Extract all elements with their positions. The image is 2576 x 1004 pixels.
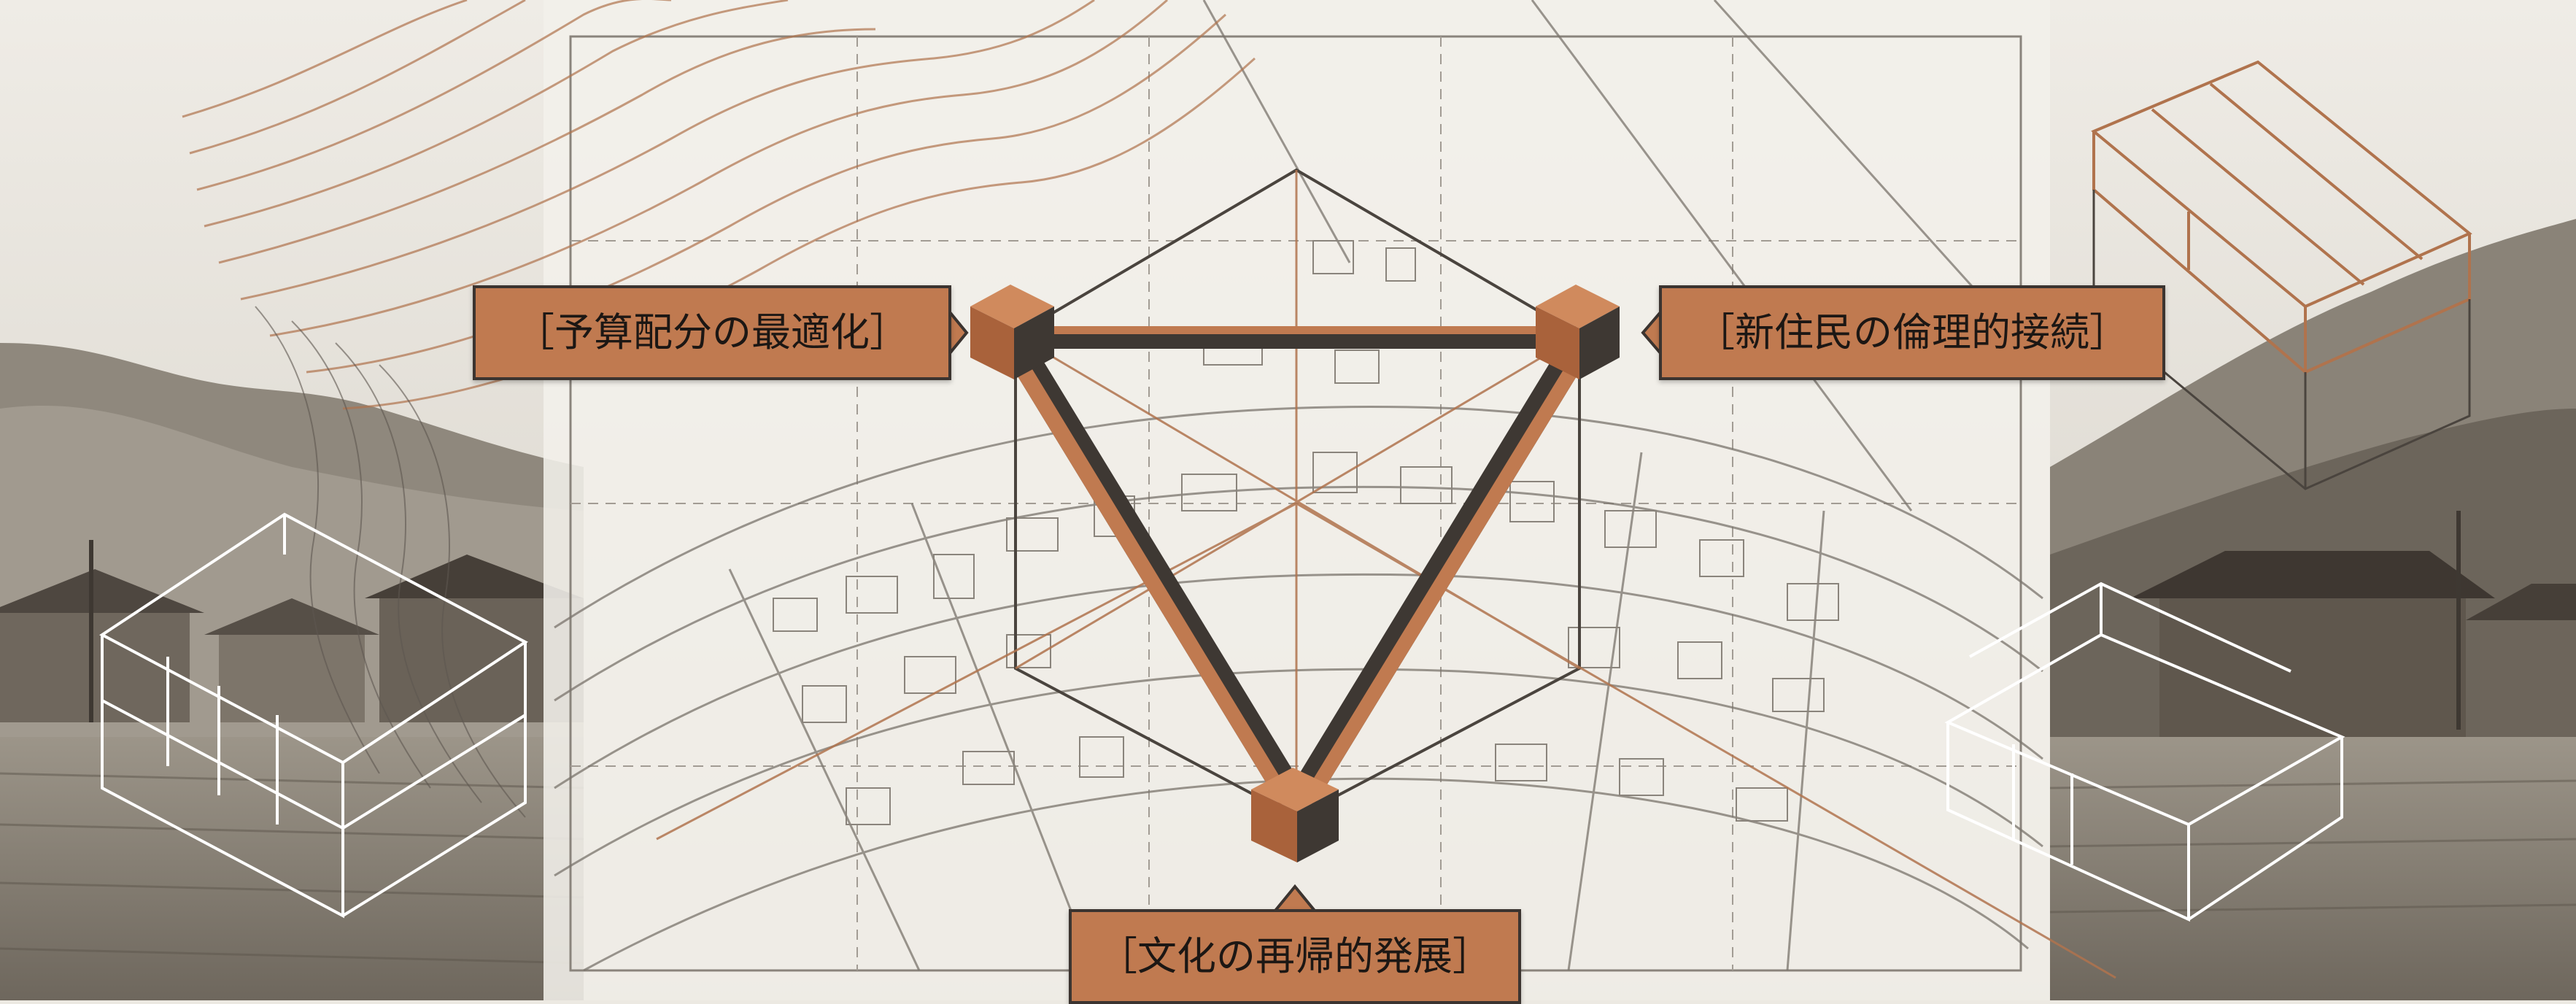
isometric-house-wireframe-bottom-right (1944, 582, 2345, 922)
cube-node-bottom (1251, 768, 1339, 862)
label-budget-optimization: ［予算配分の最適化］ (473, 285, 951, 380)
right-landscape-photo (2049, 219, 2576, 1000)
left-landscape-photo (0, 343, 584, 1000)
label-new-residents-connection: ［新住民の倫理的接続］ (1659, 285, 2165, 380)
cube-node-right (1536, 285, 1620, 379)
isometric-house-wireframe-left (99, 512, 528, 919)
triangle-connector-bars (1005, 326, 1589, 805)
label-cultural-development: ［文化の再帰的発展］ (1069, 909, 1521, 1004)
isometric-building-wireframe-top-right (2091, 60, 2472, 376)
cube-node-left (970, 285, 1054, 379)
